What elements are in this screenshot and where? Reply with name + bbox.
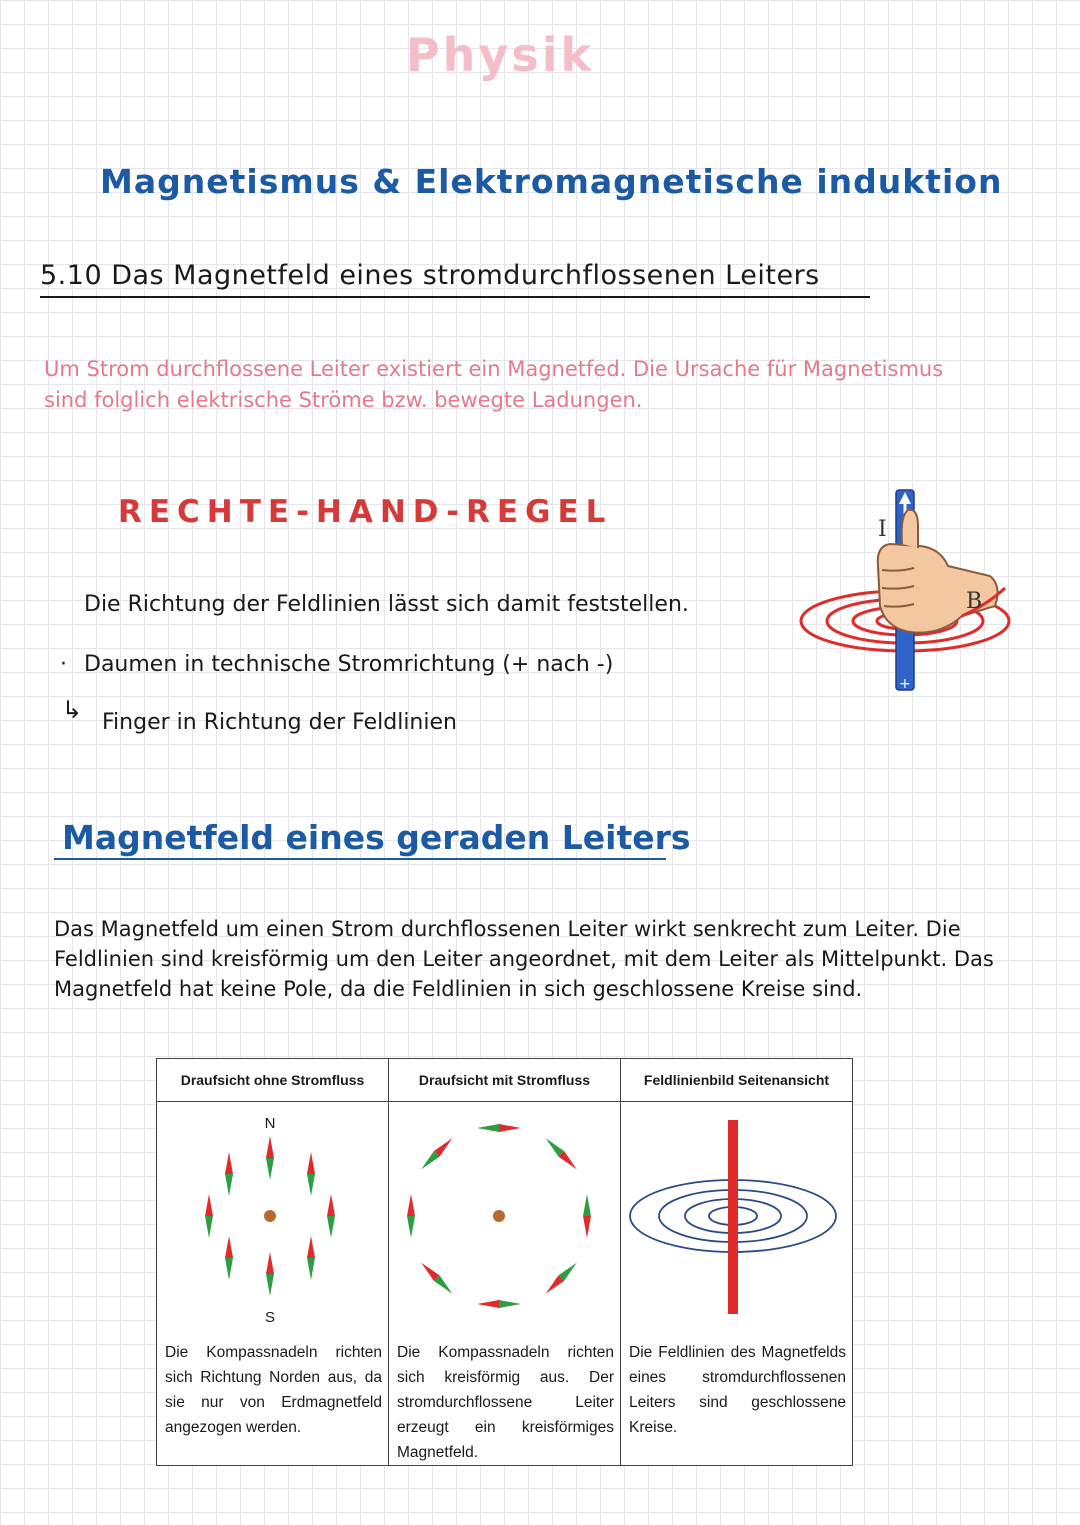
needle-north-half	[205, 1194, 213, 1216]
needle-south-half	[477, 1124, 499, 1132]
needle-south-half	[583, 1194, 591, 1216]
needle-south-half	[327, 1216, 335, 1238]
intro-line-2: sind folglich elektrische Ströme bzw. be…	[44, 388, 643, 412]
needle-south-half	[225, 1258, 233, 1280]
circular-needles	[407, 1124, 591, 1308]
needle-south-half	[421, 1150, 440, 1170]
needle-north-half	[433, 1138, 453, 1157]
figure-cell-1: N S Die Kompassnadeln richten sich Richt…	[156, 1101, 389, 1466]
needle-south-half	[433, 1275, 453, 1294]
needle-north-half	[327, 1194, 335, 1216]
compass-with-current-diagram	[407, 1124, 591, 1308]
needle-south-half	[499, 1300, 521, 1308]
needle-south-half	[307, 1258, 315, 1280]
needle-north-half	[307, 1152, 315, 1174]
main-title: Magnetismus & Elektromagnetische indukti…	[100, 162, 1003, 201]
needle-north-half	[499, 1124, 521, 1132]
right-hand-rule-illustration: I B +	[799, 489, 1011, 692]
figure-caption-2: Die Kompassnadeln richten sich kreisförm…	[397, 1344, 614, 1461]
side-view-field-diagram	[629, 1120, 837, 1314]
rule-note-1: Die Richtung der Feldlinien lässt sich d…	[84, 592, 689, 617]
compass-without-current-diagram: N S	[205, 1115, 335, 1326]
needle-south-half	[307, 1174, 315, 1196]
arrow-icon: ↳	[62, 696, 83, 724]
label-north: N	[265, 1115, 276, 1132]
needle-north-half	[266, 1252, 274, 1274]
subsection-paragraph: Das Magnetfeld um einen Strom durchfloss…	[54, 917, 994, 1001]
intro-text: Um Strom durchflossene Leiter existiert …	[44, 354, 1064, 416]
intro-line-1: Um Strom durchflossene Leiter existiert …	[44, 357, 944, 381]
needle-south-half	[266, 1158, 274, 1180]
conductor-dot	[493, 1210, 505, 1222]
needle-north-half	[266, 1136, 274, 1158]
figure-caption-1: Die Kompassnadeln richten sich Richtung …	[165, 1344, 382, 1436]
needle-north-half	[421, 1262, 440, 1282]
needle-north-half	[558, 1150, 577, 1170]
conductor-dot	[264, 1210, 276, 1222]
needle-north-half	[307, 1236, 315, 1258]
needle-south-half	[558, 1262, 577, 1282]
bullet-icon: ·	[60, 652, 67, 677]
figure-header-1: Draufsicht ohne Stromfluss	[156, 1058, 389, 1102]
needle-north-half	[477, 1300, 499, 1308]
page-header-title: Physik	[405, 28, 595, 82]
subsection-title: Magnetfeld eines geraden Leiters	[62, 818, 691, 857]
needle-north-half	[407, 1194, 415, 1216]
subsection-underline	[54, 858, 666, 860]
label-field: B	[966, 589, 982, 614]
label-plus: +	[899, 676, 911, 692]
figure-header-2: Draufsicht mit Stromfluss	[388, 1058, 621, 1102]
label-south: S	[265, 1309, 275, 1326]
section-title: 5.10 Das Magnetfeld eines stromdurchflos…	[40, 260, 820, 291]
needle-south-half	[407, 1216, 415, 1238]
conductor-wire	[728, 1120, 738, 1314]
needle-north-half	[583, 1216, 591, 1238]
figure-header-3: Feldlinienbild Seitenansicht	[620, 1058, 853, 1102]
rule-note-2: Daumen in technische Stromrichtung (+ na…	[84, 652, 614, 677]
label-current: I	[878, 517, 887, 542]
needle-south-half	[225, 1174, 233, 1196]
figure-cell-2: Die Kompassnadeln richten sich kreisförm…	[388, 1101, 621, 1466]
rule-title: RECHTE-HAND-REGEL	[118, 494, 613, 530]
needle-north-half	[545, 1275, 565, 1294]
north-pointing-needles	[205, 1136, 335, 1296]
figure-caption-3: Die Feldlinien des Magnetfelds eines str…	[629, 1344, 846, 1436]
needle-south-half	[205, 1216, 213, 1238]
figure-table: Draufsicht ohne Stromfluss Draufsicht mi…	[156, 1058, 853, 1466]
figure-cell-3: Die Feldlinien des Magnetfelds eines str…	[620, 1101, 853, 1466]
needle-north-half	[225, 1152, 233, 1174]
rule-note-3: Finger in Richtung der Feldlinien	[102, 710, 457, 735]
needle-south-half	[266, 1274, 274, 1296]
section-underline	[40, 296, 870, 298]
needle-north-half	[225, 1236, 233, 1258]
needle-south-half	[545, 1138, 565, 1157]
